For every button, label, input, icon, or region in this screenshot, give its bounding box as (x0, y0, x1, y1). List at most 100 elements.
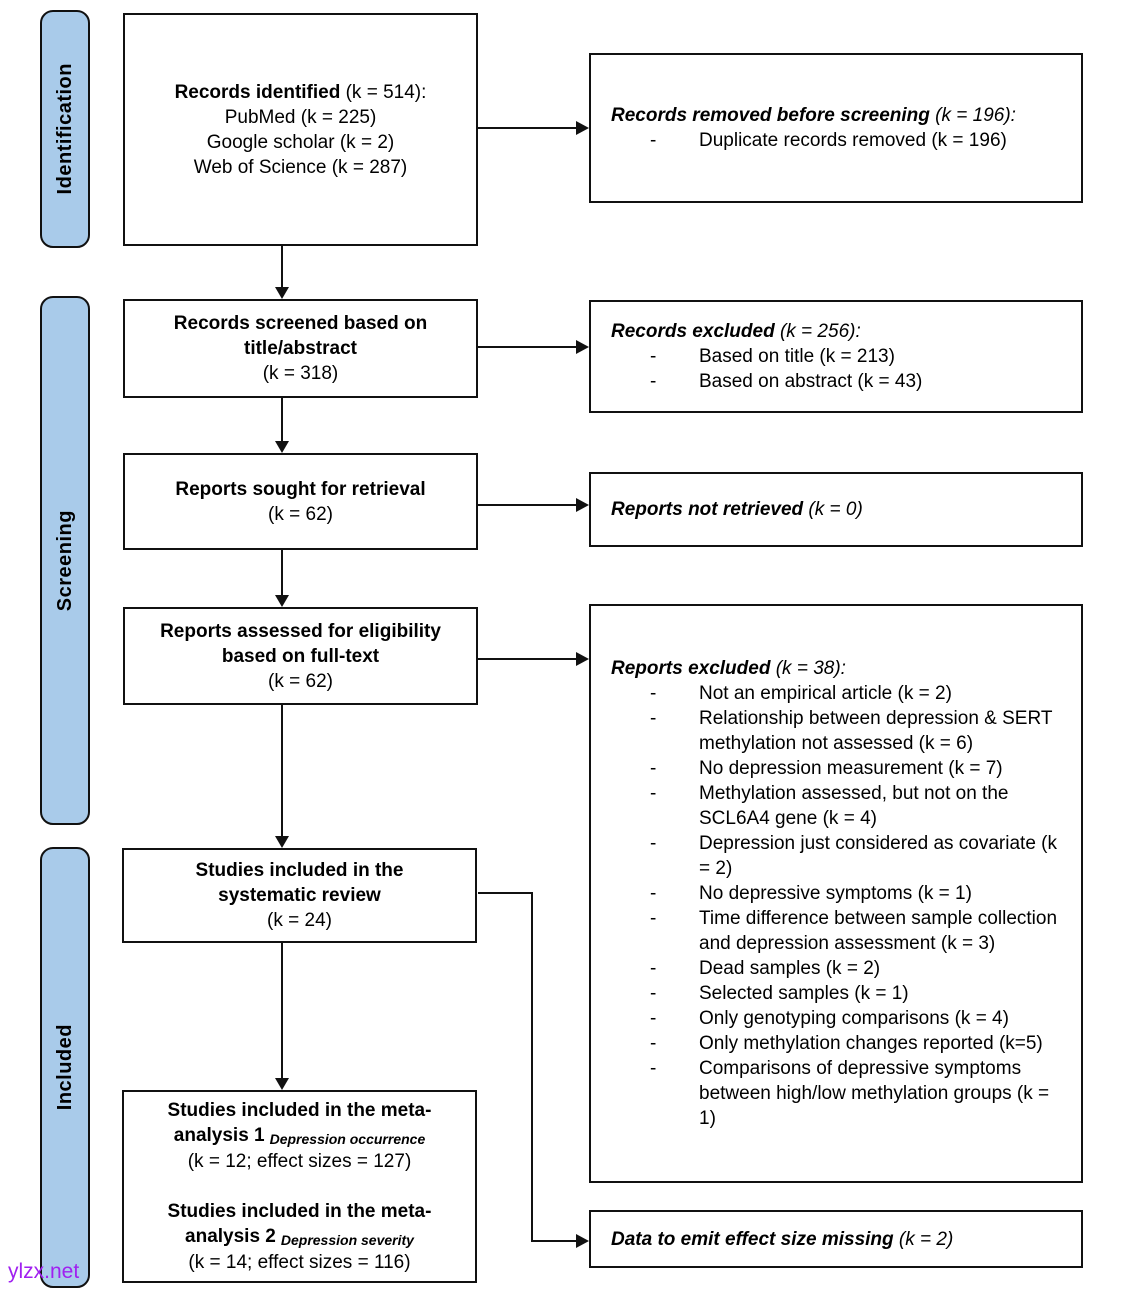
title-subscript: Depression severity (280, 1232, 414, 1248)
list-item: - No depression measurement (k = 7) (611, 756, 1069, 781)
list-item: - Only methylation changes reported (k=5… (611, 1031, 1069, 1056)
box-heading: Records removed before screening (k = 19… (611, 103, 1069, 128)
bullet-text: Only genotyping comparisons (k = 4) (699, 1008, 1009, 1029)
list-item: - Duplicate records removed (k = 196) (611, 128, 1069, 153)
sidebar-included: Included (40, 847, 90, 1288)
k-count: (k = 62) (268, 670, 333, 692)
bullet-dash: - (650, 1008, 657, 1029)
bullet-dash: - (650, 708, 657, 729)
box-records-excluded: Records excluded (k = 256): - Based on t… (589, 300, 1083, 413)
box-reports-assessed: Reports assessed for eligibility based o… (123, 607, 478, 705)
heading-count: (k = 38): (770, 658, 846, 679)
bullet-dash: - (650, 883, 657, 904)
list-item: - Dead samples (k = 2) (611, 956, 1069, 981)
sidebar-screening: Screening (40, 296, 90, 825)
k-count: (k = 318) (262, 363, 339, 384)
bullet-dash: - (650, 983, 657, 1004)
bullet-list: - Not an empirical article (k = 2) - Rel… (611, 681, 1069, 1131)
list-item: - Methylation assessed, but not on the S… (611, 781, 1069, 831)
box-title: Reports assessed for eligibility (160, 620, 441, 642)
list-item: - Depression just considered as covariat… (611, 831, 1069, 881)
box-heading: Reports excluded (k = 38): (611, 656, 1069, 681)
bullet-text: Based on title (k = 213) (699, 346, 895, 367)
source-line: Web of Science (k = 287) (193, 156, 408, 178)
bullet-dash: - (650, 683, 657, 704)
source-line: Google scholar (k = 2) (206, 131, 395, 153)
box-title: Reports sought for retrieval (175, 478, 426, 500)
list-item: - Based on title (k = 213) (611, 344, 1069, 369)
bullet-text: Not an empirical article (k = 2) (699, 683, 952, 704)
bullet-dash: - (650, 908, 657, 929)
list-item: - Based on abstract (k = 43) (611, 369, 1069, 394)
box-reports-not-retrieved: Reports not retrieved (k = 0) (589, 472, 1083, 547)
bullet-text: Relationship between depression & SERT m… (699, 708, 1053, 754)
heading-bold: Data to emit effect size missing (611, 1228, 894, 1250)
bullet-dash: - (650, 130, 657, 151)
heading-bold: Records removed before screening (611, 105, 930, 126)
sidebar-included-label: Included (53, 1024, 76, 1111)
bullet-text: Time difference between sample collectio… (699, 908, 1058, 954)
bullet-dash: - (650, 758, 657, 779)
title-bold: Studies included in the meta-analysis 2 (167, 1201, 432, 1247)
watermark-text: ylzx.net (8, 1260, 80, 1283)
box-reports-sought: Reports sought for retrieval (k = 62) (123, 453, 478, 550)
heading-count: (k = 256): (774, 321, 861, 342)
bullet-text: Only methylation changes reported (k=5) (699, 1033, 1043, 1054)
title-bold: Records identified (174, 81, 341, 103)
bullet-list: - Duplicate records removed (k = 196) (611, 128, 1069, 153)
box-reports-excluded: Reports excluded (k = 38): - Not an empi… (589, 604, 1083, 1183)
heading-count: (k = 2) (893, 1228, 954, 1250)
bullet-dash: - (650, 833, 657, 854)
bullet-text: Duplicate records removed (k = 196) (699, 130, 1007, 151)
bullet-dash: - (650, 958, 657, 979)
bullet-text: Methylation assessed, but not on the SCL… (699, 783, 1009, 829)
k-count: (k = 24) (267, 910, 332, 931)
source-line: PubMed (k = 225) (224, 106, 377, 128)
sidebar-identification: Identification (40, 10, 90, 248)
k-count: (k = 62) (268, 503, 333, 525)
heading-count: (k = 0) (803, 499, 863, 520)
box-heading: Data to emit effect size missing (k = 2) (611, 1227, 1069, 1252)
list-item: - Comparisons of depressive symptoms bet… (611, 1056, 1069, 1131)
box-title: based on full-text (221, 645, 380, 667)
box-records-removed-before-screening: Records removed before screening (k = 19… (589, 53, 1083, 203)
bullet-dash: - (650, 346, 657, 367)
box-records-identified: Records identified (k = 514): PubMed (k … (123, 13, 478, 246)
bullet-dash: - (650, 783, 657, 804)
list-item: - No depressive symptoms (k = 1) (611, 881, 1069, 906)
bullet-text: Comparisons of depressive symptoms betwe… (699, 1058, 1050, 1129)
bullet-text: No depressive symptoms (k = 1) (699, 883, 972, 904)
list-item: - Not an empirical article (k = 2) (611, 681, 1069, 706)
box-studies-included: Studies included in the systematic revie… (122, 848, 477, 943)
title-subscript: Depression occurrence (269, 1131, 426, 1147)
bullet-text: Depression just considered as covariate … (699, 833, 1058, 879)
box-title: Records screened based on (173, 313, 428, 334)
bullet-list: - Based on title (k = 213) - Based on ab… (611, 344, 1069, 394)
k-count: (k = 12; effect sizes = 127) (187, 1151, 412, 1172)
heading-bold: Records excluded (611, 321, 775, 342)
bullet-text: No depression measurement (k = 7) (699, 758, 1003, 779)
heading-count: (k = 196): (929, 105, 1016, 126)
title-bold: Studies included in the meta-analysis 1 (167, 1100, 432, 1146)
bullet-dash: - (650, 371, 657, 392)
list-item: - Relationship between depression & SERT… (611, 706, 1069, 756)
list-item: - Time difference between sample collect… (611, 906, 1069, 956)
sidebar-identification-label: Identification (53, 63, 76, 195)
k-count: (k = 14; effect sizes = 116) (188, 1252, 411, 1273)
heading-bold: Reports excluded (611, 658, 771, 679)
bullet-dash: - (650, 1033, 657, 1054)
box-data-missing: Data to emit effect size missing (k = 2) (589, 1210, 1083, 1268)
box-title: Studies included in the (195, 860, 404, 881)
box-records-screened: Records screened based on title/abstract… (123, 299, 478, 398)
list-item: - Selected samples (k = 1) (611, 981, 1069, 1006)
bullet-text: Based on abstract (k = 43) (699, 371, 923, 392)
title-count: (k = 514): (340, 81, 427, 103)
heading-bold: Reports not retrieved (611, 499, 804, 520)
bullet-text: Dead samples (k = 2) (699, 958, 881, 979)
